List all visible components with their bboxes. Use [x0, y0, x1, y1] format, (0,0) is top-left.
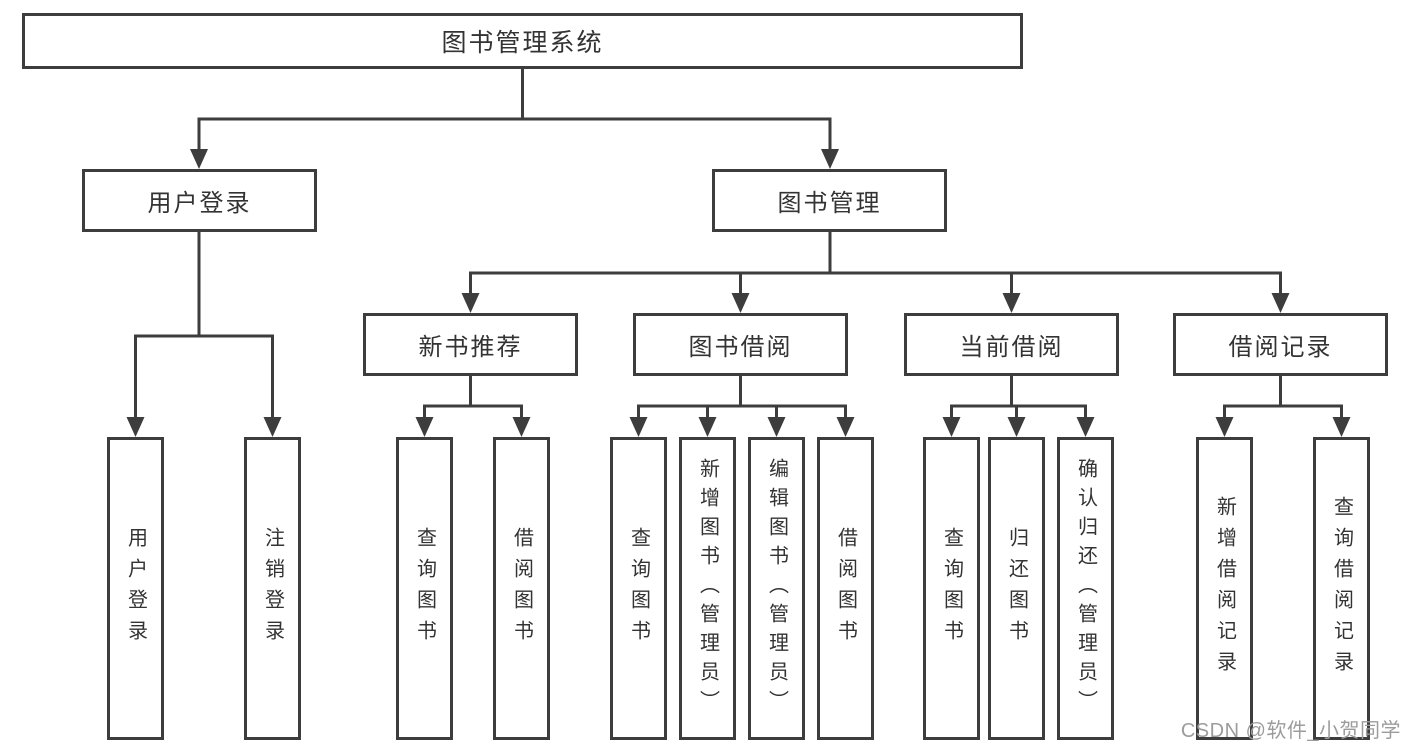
leaf-query-books-3: 查询图书 — [923, 437, 980, 740]
leaf-edit-book-admin: 编辑图书（管理员） — [748, 437, 805, 740]
leaf-add-book-admin: 新增图书（管理员） — [679, 437, 736, 740]
node-label: 新增借阅记录 — [1213, 495, 1236, 682]
node-user-login-branch: 用户登录 — [82, 169, 317, 232]
node-label: 归还图书 — [1005, 526, 1028, 651]
leaf-confirm-return-admin: 确认归还（管理员） — [1057, 437, 1114, 740]
node-book-borrow: 图书借阅 — [633, 313, 848, 376]
leaf-return-book: 归还图书 — [988, 437, 1045, 740]
node-label: 编辑图书（管理员） — [765, 458, 788, 719]
node-book-management-branch: 图书管理 — [712, 169, 947, 232]
node-label: 图书管理系统 — [441, 29, 604, 57]
node-label: 新增图书（管理员） — [696, 458, 719, 719]
node-label: 查询图书 — [413, 526, 436, 651]
node-label: 新书推荐 — [418, 334, 523, 361]
leaf-query-borrow-record: 查询借阅记录 — [1313, 437, 1370, 740]
node-label: 借阅图书 — [834, 526, 857, 651]
node-current-borrow: 当前借阅 — [904, 313, 1119, 376]
leaf-query-books-1: 查询图书 — [396, 437, 453, 740]
node-label: 确认归还（管理员） — [1074, 458, 1097, 719]
node-label: 注销登录 — [261, 526, 284, 651]
node-label: 查询借阅记录 — [1330, 495, 1353, 682]
node-label: 用户登录 — [124, 526, 147, 651]
leaf-query-books-2: 查询图书 — [610, 437, 667, 740]
node-label: 图书借阅 — [688, 334, 793, 361]
node-label: 查询图书 — [940, 526, 963, 651]
csdn-watermark: CSDN @软件_小贺同学 — [1180, 720, 1401, 742]
leaf-add-borrow-record: 新增借阅记录 — [1196, 437, 1253, 740]
leaf-borrow-books-2: 借阅图书 — [817, 437, 874, 740]
node-label: 当前借阅 — [959, 334, 1064, 361]
node-label: 图书管理 — [777, 190, 882, 217]
node-label: 查询图书 — [627, 526, 650, 651]
leaf-borrow-books-1: 借阅图书 — [493, 437, 550, 740]
node-label: 借阅记录 — [1228, 334, 1333, 361]
leaf-logout: 注销登录 — [244, 437, 301, 740]
leaf-user-login: 用户登录 — [107, 437, 164, 740]
node-new-book-recommend: 新书推荐 — [363, 313, 578, 376]
node-label: 借阅图书 — [510, 526, 533, 651]
node-label: 用户登录 — [147, 190, 252, 217]
node-system-root: 图书管理系统 — [22, 13, 1023, 69]
node-borrow-records: 借阅记录 — [1173, 313, 1388, 376]
